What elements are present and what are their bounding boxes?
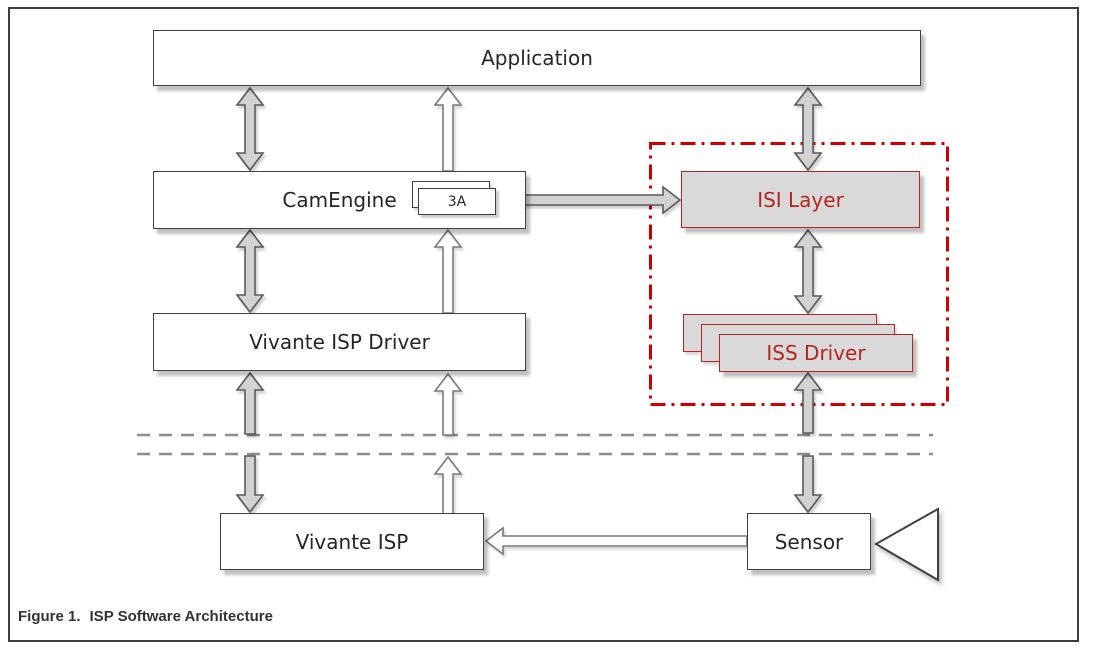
three-a-label: 3A: [447, 193, 467, 210]
three-a-box: 3A: [418, 188, 496, 215]
camengine-label: CamEngine: [282, 188, 397, 212]
vivante-isp-driver-box: Vivante ISP Driver: [153, 313, 526, 371]
figure-caption: Figure 1. ISP Software Architecture: [18, 608, 273, 625]
arrow-boundary-to-sensor-down: [793, 455, 823, 514]
isi-layer-label: ISI Layer: [757, 187, 844, 212]
vivante-isp-box: Vivante ISP: [220, 513, 484, 570]
arrow-data-boundary-to-ispdriver: [433, 372, 463, 436]
arrow-data-sensor-to-vivanteisp: [484, 526, 748, 556]
application-box: Application: [153, 30, 921, 86]
arrow-isilayer-issdriver-bidirectional: [793, 228, 823, 315]
figure-frame: [8, 7, 1079, 642]
vivante-isp-driver-label: Vivante ISP Driver: [249, 330, 430, 354]
iss-driver-label: ISS Driver: [766, 341, 866, 365]
arrow-boundary-to-vivanteisp-down: [235, 455, 265, 514]
arrow-camengine-ispdriver-bidirectional: [235, 228, 265, 314]
isi-layer-box: ISI Layer: [681, 171, 920, 228]
lens-triangle-icon: [873, 507, 939, 582]
arrow-data-vivanteisp-to-boundary: [433, 455, 463, 515]
figure-caption-title: ISP Software Architecture: [89, 608, 273, 625]
arrow-boundary-to-issdriver-up: [793, 371, 823, 434]
arrow-application-camengine-bidirectional: [235, 86, 265, 172]
arrow-application-isilayer-bidirectional: [793, 86, 823, 172]
sensor-label: Sensor: [774, 529, 844, 554]
application-label: Application: [481, 46, 593, 70]
arrow-boundary-to-ispdriver-up: [235, 371, 265, 435]
vivante-isp-label: Vivante ISP: [295, 529, 409, 554]
arrow-data-camengine-to-application: [433, 86, 463, 172]
iss-group-outline: [649, 142, 949, 406]
arrow-data-ispdriver-to-camengine: [433, 228, 463, 314]
iss-driver-box: ISS Driver: [719, 334, 913, 372]
sensor-box: Sensor: [747, 513, 871, 570]
figure-caption-label: Figure 1.: [18, 608, 81, 625]
